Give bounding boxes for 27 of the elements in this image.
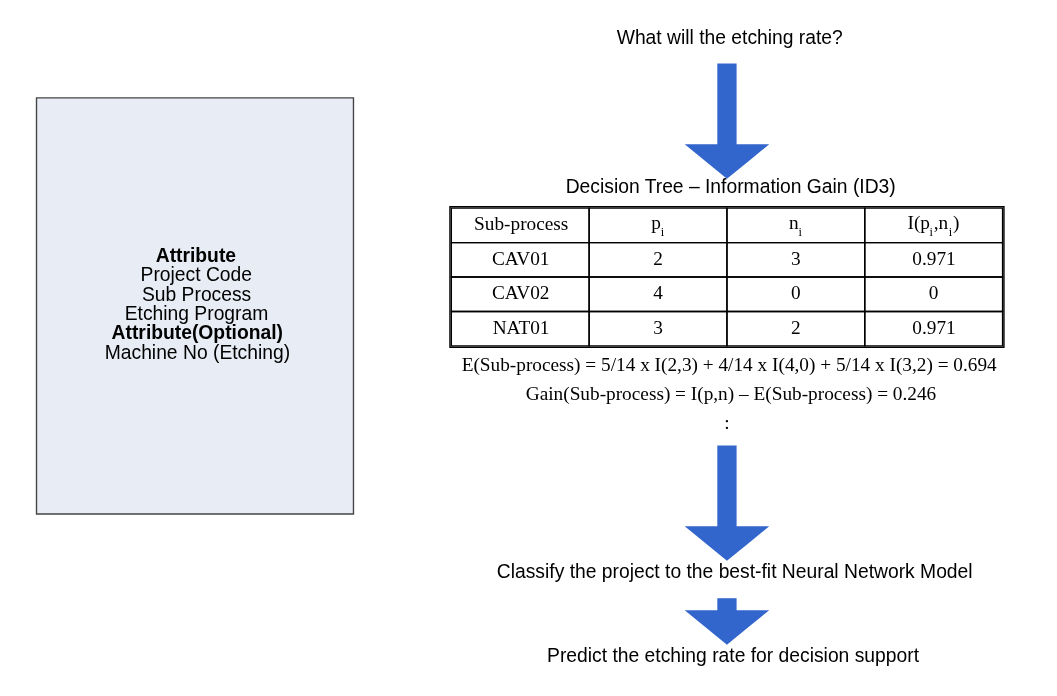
label: CAV02: [491, 282, 550, 304]
label: E(Sub-process) = 5/14 x I(2,3) + 4/14 x I(4,0) + 5/14 x I(3,2) = 0.694: [461, 354, 997, 376]
node-label: Decision Tree – Information Gain (ID3): [565, 176, 896, 198]
label: 0.971: [912, 247, 956, 269]
label: 3: [791, 247, 801, 269]
label: 0.971: [912, 316, 956, 338]
arrow: [684, 445, 770, 561]
node-text: What will the etching rate?: [616, 26, 843, 48]
label: 4: [653, 282, 663, 304]
label: p$_{i}$: [651, 212, 665, 240]
arrow: [684, 598, 770, 645]
label: :: [724, 411, 730, 433]
label: 3: [653, 316, 663, 338]
label: Sub-process: [474, 213, 569, 235]
label: I(p$_{i}$,n$_{i}$): [907, 212, 960, 240]
label: NAT01: [492, 316, 550, 338]
node-box: Attribute Project Code Sub Process Etching Program Attribute(Optional) Machine No (Etching): [35, 97, 355, 515]
label: 2: [791, 316, 801, 338]
label: 0: [791, 282, 801, 304]
label: Gain(Sub-process) = I(p,n) – E(Sub-process) = 0.246: [525, 382, 937, 404]
node-text: Classify the project to the best-fit Neural Network Model: [496, 561, 973, 583]
label: 0: [928, 282, 939, 304]
label: n$_{i}$: [788, 212, 803, 240]
label: 2: [653, 247, 663, 269]
arrow: [684, 63, 770, 179]
node-text: Predict the etching rate for decision support: [547, 645, 920, 667]
label: CAV01: [491, 247, 550, 269]
